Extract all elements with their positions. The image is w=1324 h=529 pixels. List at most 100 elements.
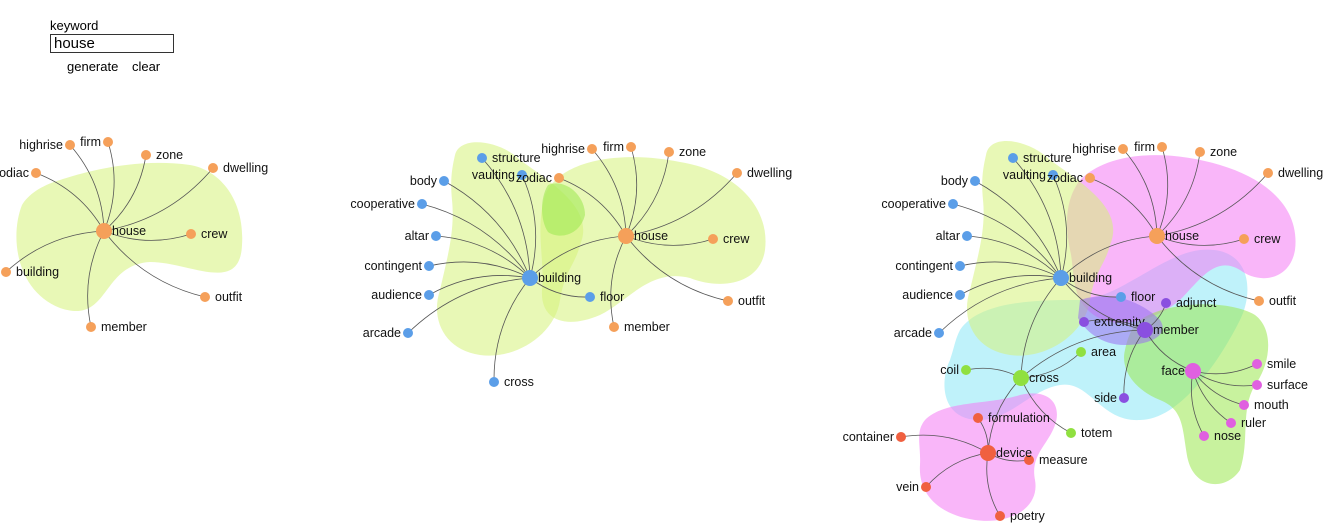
node-firm[interactable] <box>103 137 113 147</box>
node-label: mouth <box>1254 398 1289 412</box>
node-audience[interactable] <box>424 290 434 300</box>
node-zodiac[interactable] <box>31 168 41 178</box>
node-crew[interactable] <box>186 229 196 239</box>
node-zone[interactable] <box>664 147 674 157</box>
node-altar[interactable] <box>431 231 441 241</box>
edge <box>435 235 531 279</box>
node-label: extremity <box>1094 315 1145 329</box>
node-formulation[interactable] <box>973 413 983 423</box>
node-outfit[interactable] <box>1254 296 1264 306</box>
center-node-building[interactable] <box>522 270 538 286</box>
node-highrise[interactable] <box>1118 144 1128 154</box>
node-adjunct[interactable] <box>1161 298 1171 308</box>
node-dwelling[interactable] <box>208 163 218 173</box>
node-label: highrise <box>19 138 63 152</box>
node-label: outfit <box>738 294 766 308</box>
node-structure[interactable] <box>1008 153 1018 163</box>
node-zodiac[interactable] <box>1085 173 1095 183</box>
edge <box>529 235 627 279</box>
node-dwelling[interactable] <box>1263 168 1273 178</box>
center-node-house[interactable] <box>96 223 112 239</box>
center-node-cross[interactable] <box>1013 370 1029 386</box>
node-member[interactable] <box>609 322 619 332</box>
node-vaulting[interactable] <box>517 170 527 180</box>
node-cooperative[interactable] <box>417 199 427 209</box>
node-member[interactable] <box>86 322 96 332</box>
center-node-device[interactable] <box>980 445 996 461</box>
node-coil[interactable] <box>961 365 971 375</box>
node-highrise[interactable] <box>587 144 597 154</box>
node-nose[interactable] <box>1199 431 1209 441</box>
center-node-house[interactable] <box>1149 228 1165 244</box>
node-ruler[interactable] <box>1226 418 1236 428</box>
node-container[interactable] <box>896 432 906 442</box>
center-node-house[interactable] <box>618 228 634 244</box>
center-node-building[interactable] <box>1053 270 1069 286</box>
edge <box>1156 235 1260 302</box>
node-zodiac[interactable] <box>554 173 564 183</box>
node-body[interactable] <box>439 176 449 186</box>
node-label: poetry <box>1010 509 1045 523</box>
node-building[interactable] <box>1 267 11 277</box>
node-contingent[interactable] <box>424 261 434 271</box>
node-label: vaulting <box>1003 168 1046 182</box>
generate-button[interactable]: generate <box>67 59 119 74</box>
node-firm[interactable] <box>626 142 636 152</box>
node-floor[interactable] <box>1116 292 1126 302</box>
node-side[interactable] <box>1119 393 1129 403</box>
node-crew[interactable] <box>708 234 718 244</box>
node-cross[interactable] <box>489 377 499 387</box>
node-group: highrisefirmzonezodiacdwellingcrewbuildi… <box>0 135 268 334</box>
node-label: crew <box>723 232 750 246</box>
node-outfit[interactable] <box>723 296 733 306</box>
node-dwelling[interactable] <box>732 168 742 178</box>
node-label: dwelling <box>1278 166 1323 180</box>
edge <box>900 434 989 454</box>
node-firm[interactable] <box>1157 142 1167 152</box>
clear-button[interactable]: clear <box>131 59 161 74</box>
node-extremity[interactable] <box>1079 317 1089 327</box>
node-contingent[interactable] <box>955 261 965 271</box>
node-label: formulation <box>988 411 1050 425</box>
node-audience[interactable] <box>955 290 965 300</box>
node-poetry[interactable] <box>995 511 1005 521</box>
edge <box>625 172 738 237</box>
node-vaulting[interactable] <box>1048 170 1058 180</box>
node-highrise[interactable] <box>65 140 75 150</box>
node-mouth[interactable] <box>1239 400 1249 410</box>
node-area[interactable] <box>1076 347 1086 357</box>
node-crew[interactable] <box>1239 234 1249 244</box>
node-arcade[interactable] <box>934 328 944 338</box>
node-measure[interactable] <box>1024 455 1034 465</box>
edge <box>558 177 627 237</box>
edge <box>1060 235 1158 279</box>
edge-group <box>900 146 1269 517</box>
node-cooperative[interactable] <box>948 199 958 209</box>
node-label: zone <box>1210 145 1237 159</box>
center-node-face[interactable] <box>1185 363 1201 379</box>
node-vein[interactable] <box>921 482 931 492</box>
node-label: outfit <box>215 290 243 304</box>
edge <box>493 277 531 383</box>
edge <box>625 235 729 302</box>
node-totem[interactable] <box>1066 428 1076 438</box>
center-node-member[interactable] <box>1137 322 1153 338</box>
node-altar[interactable] <box>962 231 972 241</box>
node-zone[interactable] <box>141 150 151 160</box>
keyword-input[interactable] <box>50 34 174 53</box>
node-zone[interactable] <box>1195 147 1205 157</box>
center-label: house <box>634 229 668 243</box>
node-surface[interactable] <box>1252 380 1262 390</box>
edge <box>103 167 214 232</box>
node-outfit[interactable] <box>200 292 210 302</box>
node-structure[interactable] <box>477 153 487 163</box>
node-arcade[interactable] <box>403 328 413 338</box>
edge <box>1020 277 1062 379</box>
node-body[interactable] <box>970 176 980 186</box>
node-floor[interactable] <box>585 292 595 302</box>
node-label: smile <box>1267 357 1296 371</box>
node-smile[interactable] <box>1252 359 1262 369</box>
